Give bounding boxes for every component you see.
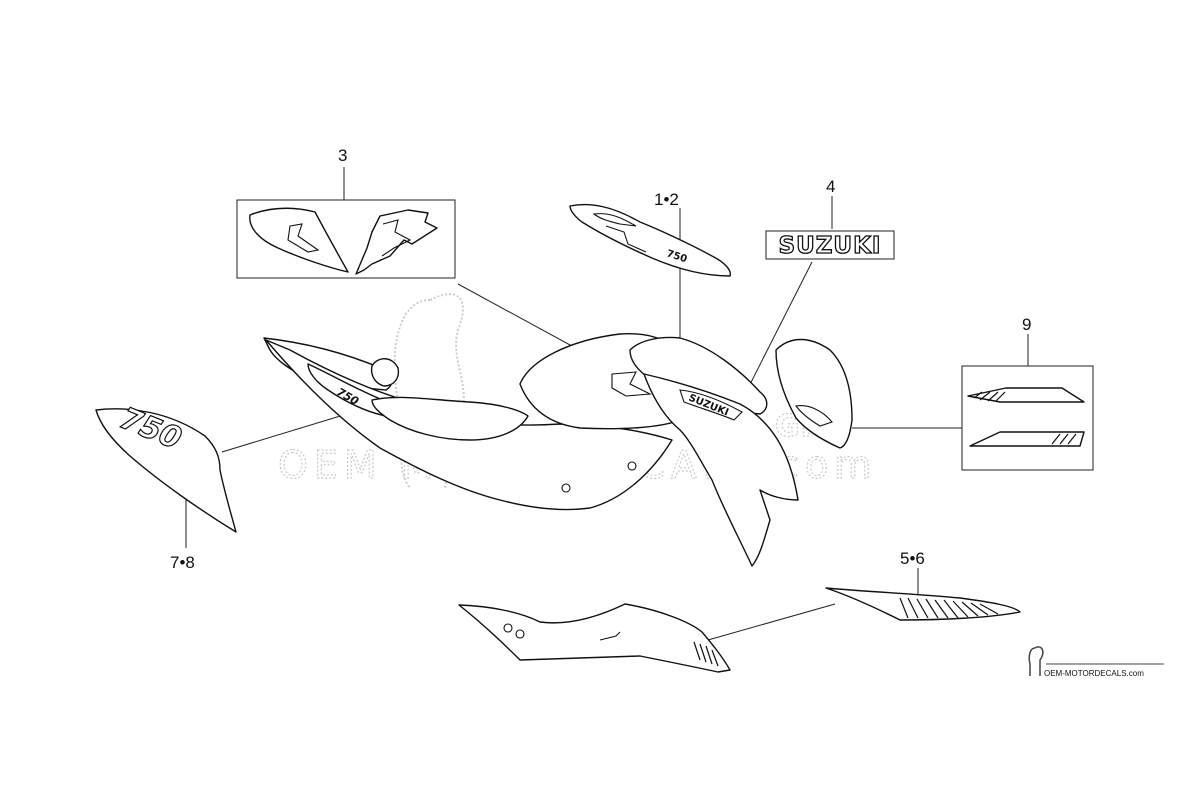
lower-stripe-shape — [825, 587, 1021, 621]
leader-56 — [707, 603, 836, 641]
part-4-suzuki-emblem: SUZUKI — [765, 230, 895, 260]
lower-side-fairing — [458, 603, 731, 673]
tail-decal-shape — [95, 408, 237, 533]
tank-decal-left-logo — [287, 223, 320, 253]
callouts: 3 1•2 4 9 5•6 7•8 — [170, 146, 1031, 572]
nose-cowl — [775, 338, 853, 449]
fairing-bolt-1 — [627, 461, 637, 471]
tank-decal-right-logo — [381, 219, 412, 257]
callout-3: 3 — [338, 146, 347, 165]
side-decal-g-logo — [605, 225, 647, 253]
part-7-8-tail-decal: 750 — [95, 400, 237, 533]
lower-fairing-hole-1 — [503, 623, 513, 633]
callout-1-2: 1•2 — [654, 190, 679, 209]
tank-decal-right — [355, 209, 438, 275]
part-5-6-lower-stripe — [825, 587, 1021, 621]
tail-light — [370, 358, 400, 387]
stripe-decal-lower — [969, 431, 1085, 447]
stripe-decal-lower-hatch — [1051, 433, 1077, 445]
front-fairing-suzuki-panel — [679, 389, 743, 421]
callout-5-6: 5•6 — [900, 549, 925, 568]
emblem-text: SUZUKI — [779, 233, 882, 259]
stripe-decal-upper-hatch — [973, 391, 1006, 402]
tank-decal-left — [249, 207, 349, 273]
side-decal-stripe — [592, 213, 637, 227]
fairing-bolt-2 — [561, 483, 571, 493]
emblem-frame — [765, 230, 895, 260]
side-decal-shape — [569, 203, 731, 277]
callout-7-8: 7•8 — [170, 553, 195, 572]
footer-site: OEM-MOTORDECALS.com — [1044, 669, 1144, 678]
lower-fairing-hatch — [693, 641, 719, 667]
leader-78-to-bike — [221, 409, 361, 453]
nose-stripe — [795, 405, 833, 427]
lower-fairing-mark — [599, 631, 621, 641]
lower-fairing-hole-2 — [515, 629, 525, 639]
footer-mascot-icon — [1028, 646, 1044, 676]
tank-g-logo — [611, 371, 653, 397]
front-side-fairing — [643, 373, 799, 567]
lower-fairing-shape — [458, 603, 731, 673]
stripe-decal-upper — [967, 387, 1085, 403]
motorcycle-bodywork: 750 SUZUKI — [263, 333, 853, 567]
callout-9: 9 — [1022, 315, 1031, 334]
callout-4: 4 — [826, 177, 835, 196]
footer-logo: OEM-MOTORDECALS.com — [1028, 646, 1164, 678]
seat — [371, 396, 529, 441]
part-3-tank-decals — [236, 199, 456, 279]
part-9-stripe-decals — [961, 365, 1094, 471]
part-9-frame — [961, 365, 1094, 471]
lower-stripe-hatch — [899, 597, 999, 619]
part-1-2-side-decal: 750 — [569, 203, 731, 277]
